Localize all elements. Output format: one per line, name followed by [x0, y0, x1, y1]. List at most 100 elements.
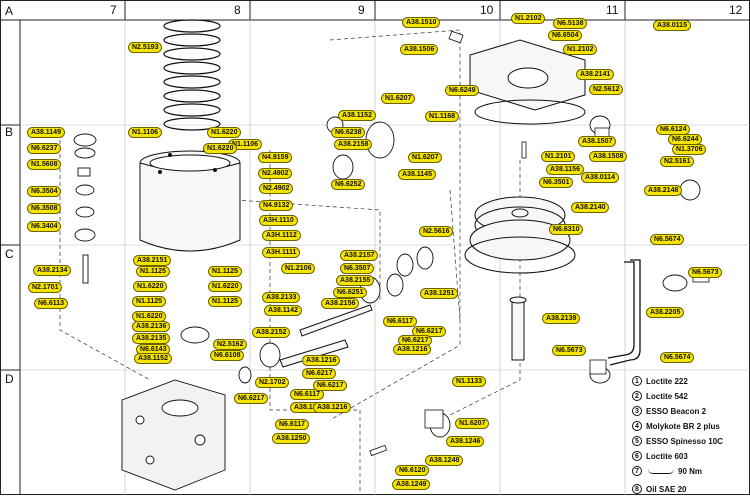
legend-text: ESSO Beacon 2 [646, 407, 707, 416]
part-number-tag: N6.6251 [333, 287, 368, 298]
part-number-tag: N6.5138 [553, 18, 588, 29]
part-number-tag: N2.5161 [660, 156, 695, 167]
part-number-tag: A38.2205 [646, 307, 685, 318]
legend-item: 3 ESSO Beacon 2 [632, 405, 747, 420]
part-number-tag: A38.1508 [589, 151, 628, 162]
part-number-tag: N6.3504 [27, 186, 62, 197]
part-number-tag: N6.6217 [302, 368, 337, 379]
part-number-tag: N2.5616 [419, 226, 454, 237]
part-number-tag: N6.6117 [275, 419, 310, 430]
part-number-tag: A3H.1110 [259, 215, 298, 226]
legend-item: 8 Oil SAE 20 [632, 483, 747, 498]
part-number-tag: A38.2155 [336, 275, 375, 286]
part-number-tag: A38.2141 [576, 69, 615, 80]
part-number-tag: A38.0115 [653, 20, 691, 31]
legend-text: Loctite 222 [646, 377, 688, 386]
part-number-tag: N2.5612 [589, 84, 624, 95]
part-number-tag: A38.1216 [302, 355, 341, 366]
part-number-tag: A38.2139 [542, 313, 581, 324]
legend-number: 2 [632, 391, 642, 401]
row-label-b: B [5, 125, 14, 139]
part-number-tag: N2.5162 [213, 339, 248, 350]
part-number-tag: N1.6207 [408, 152, 443, 163]
legend-item: 4 Molykote BR 2 plus [632, 420, 747, 435]
part-number-tag: N6.6310 [549, 224, 584, 235]
part-number-tag: A38.0114 [581, 172, 619, 183]
legend-item: 6 Loctite 603 [632, 450, 747, 465]
part-number-tag: N1.1106 [128, 127, 163, 138]
part-number-tag: A3H.1111 [262, 247, 301, 258]
legend-number: 4 [632, 421, 642, 431]
torque-arrow-icon [648, 469, 674, 475]
part-number-tag: N6.5673 [688, 267, 723, 278]
part-number-tag: N1.6207 [381, 93, 416, 104]
part-number-tag: N2.1701 [28, 282, 63, 293]
part-number-tag: A38.2135 [132, 333, 171, 344]
part-number-tag: A38.2152 [252, 327, 291, 338]
part-number-tag: N1.6220 [203, 143, 238, 154]
part-number-tag: A38.1507 [578, 136, 617, 147]
legend-item: 7 90 Nm [632, 465, 747, 483]
part-number-tag: A38.2151 [133, 255, 172, 266]
part-number-tag: A38.1152 [338, 110, 376, 121]
part-number-tag: N6.6217 [234, 393, 269, 404]
part-number-tag: N6.5674 [660, 352, 695, 363]
legend-number: 6 [632, 451, 642, 461]
part-number-tag: N1.1125 [208, 296, 243, 307]
part-number-tag: A38.2157 [340, 250, 379, 261]
part-number-tag: N6.5674 [650, 234, 685, 245]
column-label-10: 10 [480, 3, 494, 17]
column-label-11: 11 [606, 3, 619, 17]
part-number-tag: N1.2102 [511, 13, 546, 24]
column-label-7: 7 [110, 3, 117, 17]
legend-number: 7 [632, 466, 642, 476]
legend-text: Loctite 603 [646, 452, 688, 461]
column-label-8: 8 [234, 3, 241, 17]
part-number-tag: A38.2134 [33, 265, 72, 276]
legend-item: 5 ESSO Spinesso 10C [632, 435, 747, 450]
part-number-tag: N2.1702 [255, 377, 290, 388]
column-label-12: 12 [729, 3, 743, 17]
part-number-tag: N1.1125 [132, 296, 167, 307]
part-number-tag: N6.3507 [340, 263, 375, 274]
legend-text: Molykote BR 2 plus [646, 422, 720, 431]
part-number-tag: N6.6113 [34, 298, 69, 309]
row-label-a: A [5, 4, 14, 18]
part-number-tag: N1.1125 [136, 266, 171, 277]
part-number-tag: N1.6220 [133, 281, 168, 292]
part-number-tag: N1.5608 [27, 159, 62, 170]
part-number-tag: N6.6252 [331, 179, 366, 190]
legend-number: 8 [632, 484, 642, 494]
part-number-tag: N1.1168 [425, 111, 460, 122]
legend-text: 90 Nm [678, 467, 703, 476]
part-number-tag: A38.1251 [420, 288, 459, 299]
part-number-tag: A38.1145 [398, 169, 436, 180]
part-number-tag: N1.6207 [455, 418, 490, 429]
legend-text: Oil SAE 20 [646, 485, 687, 494]
legend-number: 5 [632, 436, 642, 446]
part-number-tag: N2.4902 [259, 183, 294, 194]
column-label-9: 9 [358, 3, 365, 17]
part-number-tag: A38.1246 [446, 436, 485, 447]
part-number-tag: N6.6249 [445, 85, 480, 96]
part-number-tag: N6.6217 [313, 380, 348, 391]
part-number-tag: N1.2101 [541, 151, 576, 162]
part-number-tag: N2.4902 [258, 168, 293, 179]
part-number-tag: N6.6117 [290, 389, 325, 400]
part-number-tag: N6.3404 [27, 221, 62, 232]
part-number-tag: N1.6220 [207, 127, 242, 138]
part-number-tag: N1.2102 [563, 44, 598, 55]
legend-number: 3 [632, 406, 642, 416]
part-number-tag: N6.3508 [27, 203, 62, 214]
part-number-tag: N6.5673 [552, 345, 587, 356]
row-label-d: D [5, 372, 14, 386]
part-number-tag: A38.1156 [546, 164, 584, 175]
part-number-tag: A38.1216 [313, 402, 352, 413]
legend-number: 1 [632, 376, 642, 386]
part-number-tag: A38.2148 [644, 185, 683, 196]
legend-text: ESSO Spinesso 10C [646, 437, 723, 446]
part-number-tag: A3H.1112 [262, 230, 301, 241]
